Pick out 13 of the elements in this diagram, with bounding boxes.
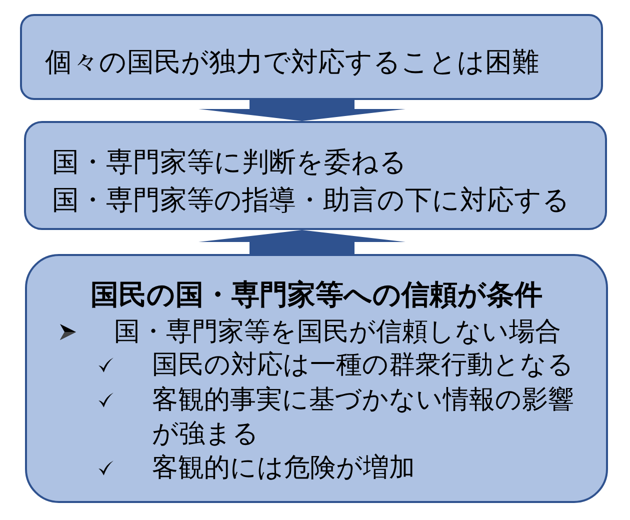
list-item-text: 客観的事実に基づかない情報の影響が強まる [152, 384, 574, 450]
bullet-text: 国・専門家等を国民が信頼しない場合 [114, 316, 561, 348]
statement-text: 個々の国民が独力で対応することは困難 [45, 46, 539, 79]
statement-text: 国・専門家等に判断を委ねる [52, 146, 407, 179]
list-item-text: 国民の対応は一種の群衆行動となる [152, 349, 574, 381]
list-item-text: 客観的には危険が増加 [152, 452, 415, 484]
rounded-box [20, 14, 603, 100]
statement-text: 国・専門家等の指導・助言の下に対応する [52, 184, 570, 217]
block-arrow [198, 100, 406, 121]
block-arrow [198, 230, 406, 254]
heading-text: 国民の国・専門家等への信頼が条件 [90, 279, 542, 313]
rounded-box [24, 121, 607, 230]
rounded-box [25, 254, 608, 503]
